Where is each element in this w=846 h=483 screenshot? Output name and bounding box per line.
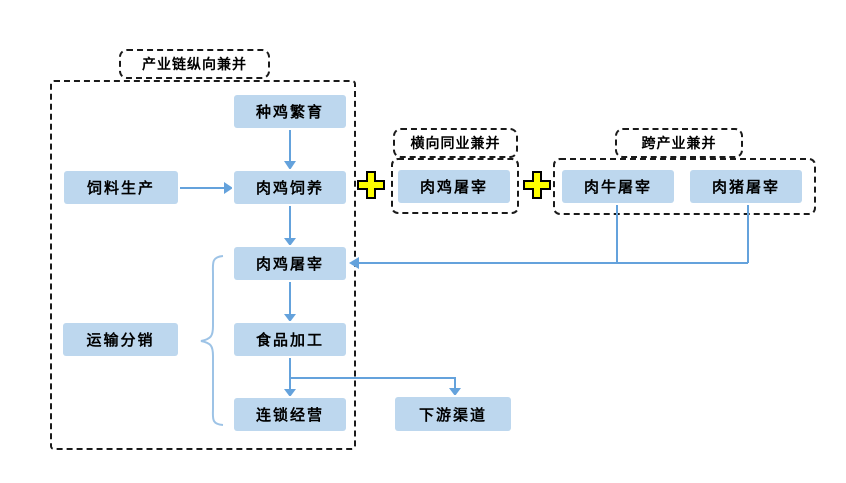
node-feed-production: 饲料生产	[64, 171, 178, 204]
plus-icon	[523, 171, 551, 199]
node-chain-operation: 连锁经营	[234, 398, 346, 431]
arrowhead-branch-to-downstream	[449, 388, 461, 396]
plus-icon	[357, 171, 385, 199]
node-beef-slaughter: 肉牛屠宰	[562, 170, 674, 203]
node-pork-slaughter: 肉猪屠宰	[690, 170, 802, 203]
node-chick-breeding: 种鸡繁育	[234, 95, 346, 128]
node-broiler-slaughter-peer: 肉鸡屠宰	[398, 170, 510, 203]
diagram-title: 产业链纵向兼并	[119, 49, 270, 79]
node-broiler-raising: 肉鸡饲养	[234, 171, 346, 204]
cross-industry-merger-label: 跨产业兼并	[615, 128, 743, 158]
horizontal-merger-label: 横向同业兼并	[393, 128, 518, 158]
node-food-processing: 食品加工	[234, 323, 346, 356]
node-broiler-slaughter-main: 肉鸡屠宰	[234, 247, 346, 280]
node-downstream-channel: 下游渠道	[395, 397, 511, 431]
node-transport-distribution: 运输分销	[63, 323, 178, 356]
